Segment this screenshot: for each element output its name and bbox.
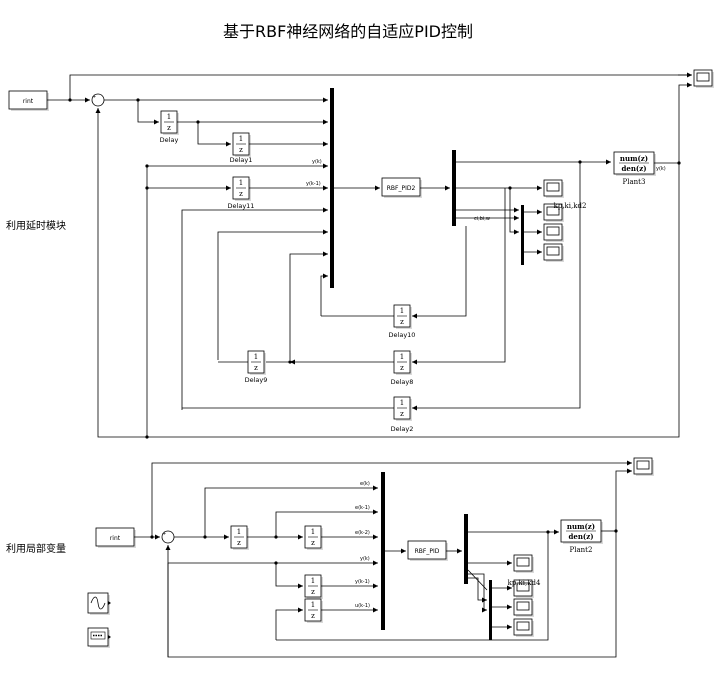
rint-label-top: rint	[23, 98, 34, 105]
svg-text:1: 1	[239, 135, 243, 143]
scope-top-3[interactable]	[543, 223, 565, 243]
svg-text:1: 1	[167, 113, 171, 121]
svg-text:z: z	[311, 612, 315, 620]
delay2-caption: Delay2	[391, 425, 414, 433]
svg-text:z: z	[237, 539, 241, 547]
side-label-local-variable: 利用局部变量	[6, 542, 66, 555]
svg-text:1: 1	[400, 399, 404, 407]
svg-text:+: +	[92, 94, 96, 100]
svg-text:z: z	[167, 124, 171, 132]
signal-ek: e(k)	[360, 481, 370, 487]
svg-text:-: -	[98, 103, 100, 109]
plant3-caption: Plant3	[623, 178, 646, 186]
scope-caption-kp-ki-kd4: kp,ki,kd4	[508, 579, 541, 587]
delay11-caption: Delay11	[228, 202, 255, 210]
delay9-caption: Delay9	[245, 376, 268, 384]
signal-yk1-bottom: y(k-1)	[355, 579, 370, 585]
plant3-output-label: y(k)	[656, 166, 666, 172]
svg-text:1: 1	[254, 353, 258, 361]
scope-bottom-3[interactable]	[513, 598, 535, 618]
demux-bar-top	[452, 150, 456, 226]
signal-uk1: u(k-1)	[355, 603, 370, 609]
delay10-caption: Delay10	[389, 331, 416, 339]
demux-bar-top-small	[521, 205, 524, 265]
scope-caption-kp-ki-kd2: kp,ki,kd2	[554, 202, 587, 210]
svg-text:den(z): den(z)	[568, 532, 593, 541]
bottom-model: rint + - e(k) 1 z e(k-1) 1 z e(k-2) y(k)…	[87, 457, 655, 658]
signal-ci-bi-w: ci,bi,w	[474, 216, 490, 222]
scope-bottom-1[interactable]	[513, 554, 535, 574]
mux-bar-bottom	[381, 472, 385, 630]
svg-text:1: 1	[239, 179, 243, 187]
demux-bar-bottom-small	[489, 580, 492, 640]
delay1-caption: Delay1	[230, 156, 253, 164]
svg-text:num(z): num(z)	[620, 154, 648, 163]
plant2-caption: Plant2	[570, 546, 593, 554]
svg-text:z: z	[254, 364, 258, 372]
signal-ek2: e(k-2)	[355, 530, 370, 536]
svg-text:z: z	[239, 146, 243, 154]
rbf-pid-label: RBF_PID	[415, 548, 440, 555]
top-model: rint + - 1 z Delay 1 z Delay1 y(k)	[8, 69, 715, 439]
svg-text:1: 1	[311, 577, 315, 585]
side-label-delay-module: 利用延时模块	[6, 220, 66, 232]
signal-yk-top: y(k)	[312, 159, 322, 165]
svg-text:1: 1	[237, 528, 241, 536]
svg-text:1: 1	[311, 601, 315, 609]
demux-bar-bottom	[464, 514, 468, 584]
delay-caption: Delay	[160, 136, 179, 144]
svg-text:z: z	[400, 318, 404, 326]
scope-top-4[interactable]	[543, 243, 565, 263]
svg-text:z: z	[400, 364, 404, 372]
rbf-pid-block[interactable]	[407, 540, 447, 560]
signal-ek1: e(k-1)	[355, 505, 370, 511]
rbf-pid2-block[interactable]	[381, 177, 421, 197]
svg-text:z: z	[400, 410, 404, 418]
scope-bottom-output[interactable]	[633, 457, 655, 477]
svg-text:1: 1	[311, 528, 315, 536]
signal-yk1-top: y(k-1)	[306, 181, 321, 187]
svg-text:1: 1	[400, 307, 404, 315]
svg-text:+: +	[162, 531, 166, 537]
signal-yk-bottom: y(k)	[360, 556, 370, 562]
mux-bar-top	[330, 88, 334, 288]
delay8-caption: Delay8	[391, 378, 414, 386]
rbf-pid2-label: RBF_PID2	[387, 185, 416, 192]
svg-text:1: 1	[400, 353, 404, 361]
scope-top-1[interactable]	[543, 179, 565, 199]
diagram-title: 基于RBF神经网络的自适应PID控制	[223, 22, 473, 41]
scope-top-output[interactable]	[693, 69, 715, 89]
rint-label-bottom: rint	[110, 535, 121, 542]
scope-bottom-4[interactable]	[513, 618, 535, 638]
svg-text:-: -	[168, 540, 170, 546]
svg-text:z: z	[311, 539, 315, 547]
svg-text:num(z): num(z)	[567, 522, 595, 531]
svg-text:den(z): den(z)	[621, 164, 646, 173]
svg-text:z: z	[239, 190, 243, 198]
svg-text:z: z	[311, 588, 315, 596]
